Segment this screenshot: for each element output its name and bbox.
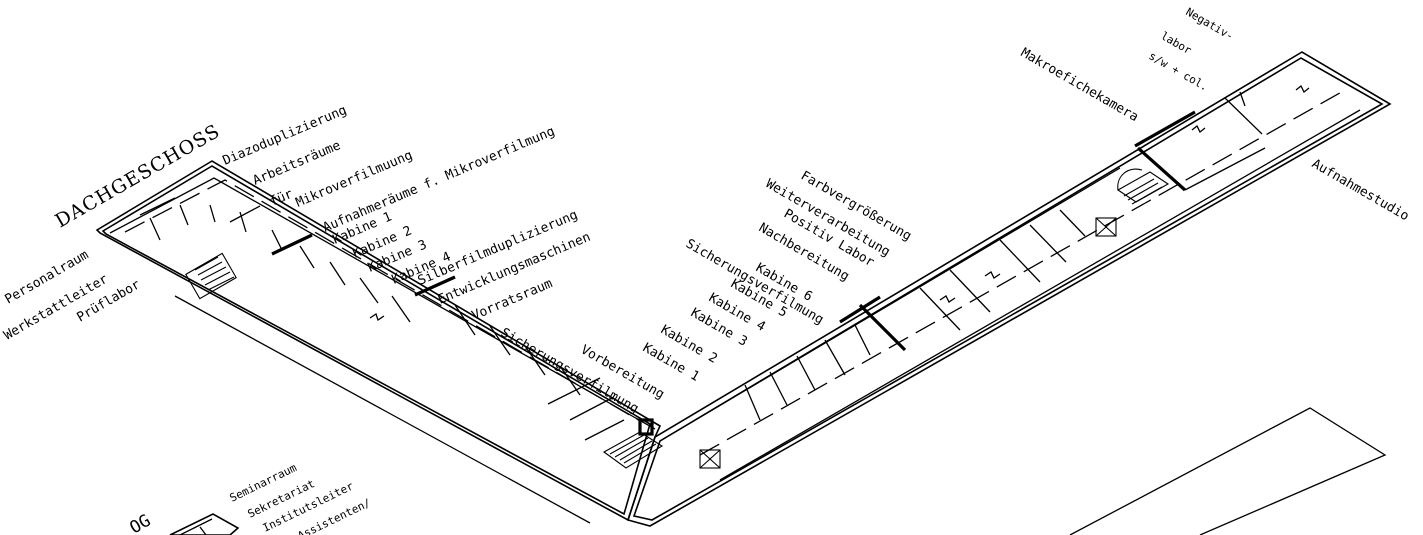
label-aufnahmestudio: Aufnahmestudio (1309, 156, 1411, 224)
label-negativ-3: s/w + col. (1147, 49, 1211, 93)
east-stair-icon (1095, 168, 1170, 237)
label-fuer: für (268, 187, 296, 210)
east-wing-partitions (699, 84, 1361, 481)
label-negativ-1: Negativ- (1184, 5, 1236, 43)
og-title: OG (127, 511, 155, 535)
east-wing-outline (626, 51, 1392, 527)
west-wing-partitions (124, 179, 641, 524)
label-makrofiche: Makroefichekamera (1018, 45, 1141, 125)
floor-title: DACHGESCHOSS (52, 120, 225, 232)
central-stair-icon (602, 418, 721, 469)
west-stair-icon (185, 252, 237, 300)
label-negativ-2: labor (1159, 29, 1195, 57)
lower-floor-outline (1069, 407, 1387, 535)
label-diazoduplizierung: Diazoduplizierung (221, 103, 349, 169)
og-outline (169, 513, 240, 535)
